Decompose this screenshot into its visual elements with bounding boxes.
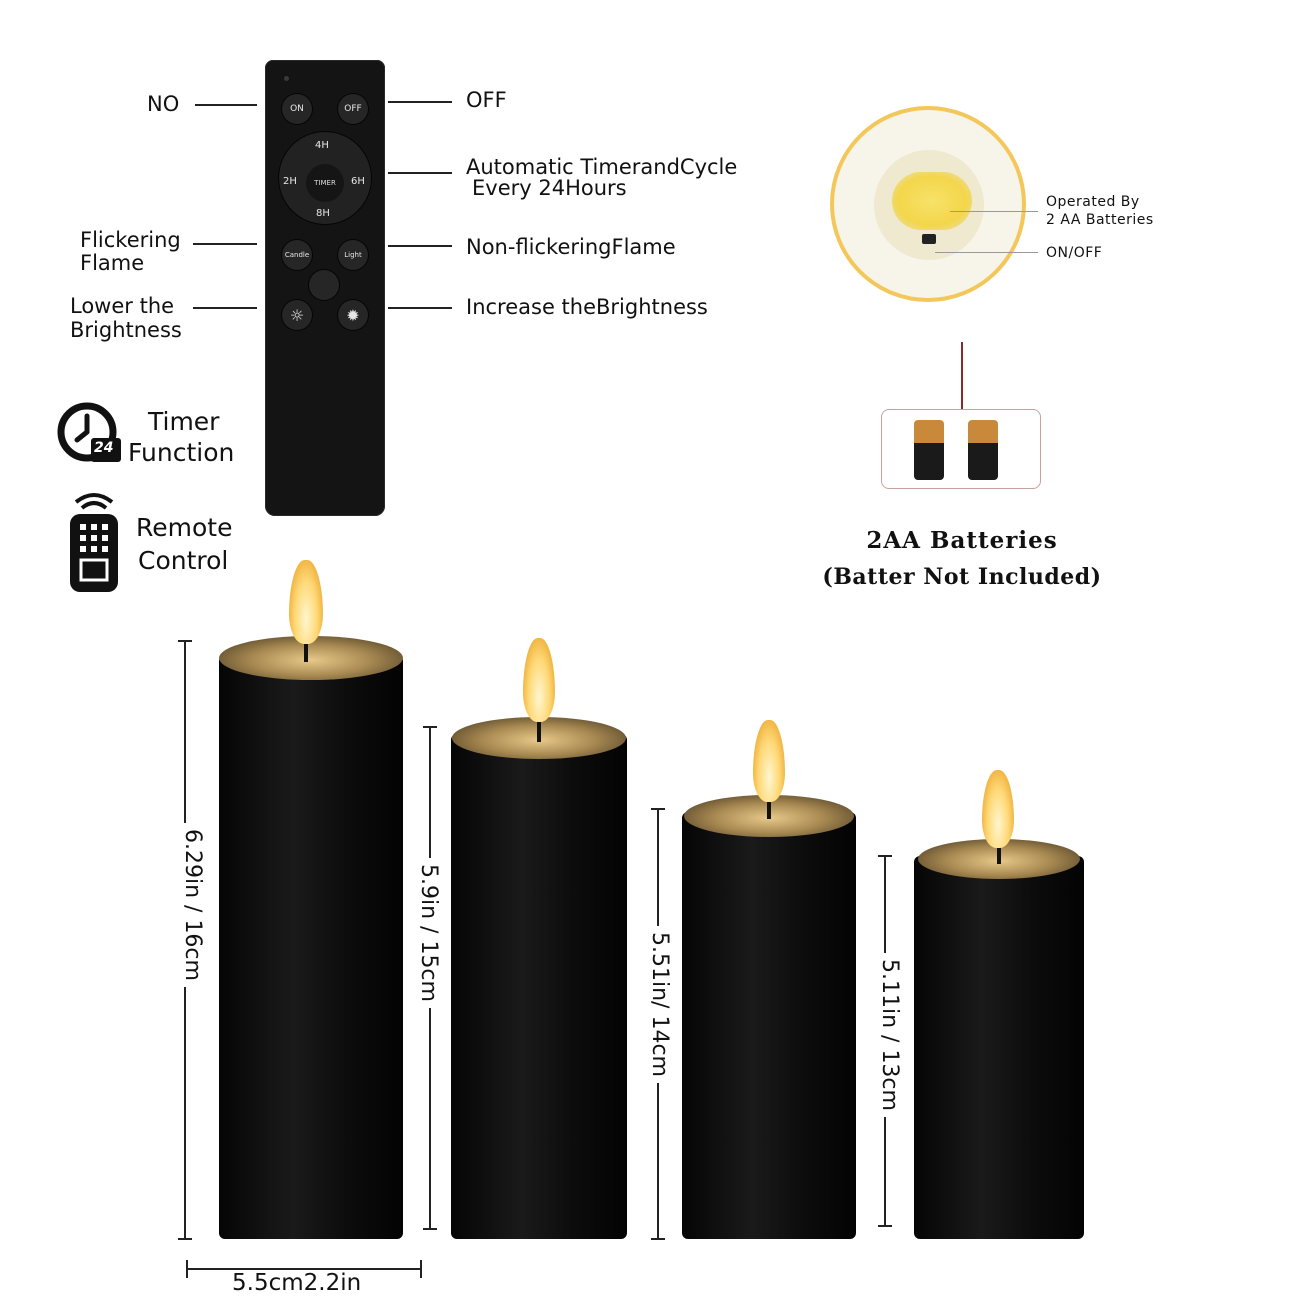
height-tick: [178, 1238, 192, 1240]
batteries-subtitle: (Batter Not Included): [822, 564, 1102, 590]
callout-flicker-1: Flickering: [80, 228, 181, 252]
callout-nonflicker: Non-flickeringFlame: [466, 235, 676, 259]
candle-1-flame: [289, 560, 323, 644]
timer-6h-label: 6H: [351, 176, 365, 187]
width-label: 5.5cm2.2in: [228, 1271, 366, 1295]
operated-by-label-2: 2 AA Batteries: [1046, 212, 1154, 228]
height-tick: [878, 855, 892, 857]
battery-icon: [914, 420, 944, 480]
callout-lower-2: Brightness: [70, 318, 182, 342]
callout-lower-1: Lower the: [70, 294, 175, 318]
light-button: Light: [338, 240, 368, 270]
candle-1: [219, 655, 403, 1239]
height-tick: [178, 640, 192, 642]
feature-timer-1: Timer: [148, 407, 220, 436]
height-label-4: 5.11in / 13cm: [877, 953, 902, 1117]
timer-2h-label: 2H: [283, 176, 297, 187]
candle-button: Candle: [282, 240, 312, 270]
candle-3-wick: [767, 795, 771, 819]
operated-by-label-1: Operated By: [1046, 194, 1140, 210]
callout-off: OFF: [466, 88, 507, 112]
batteries-box: [881, 409, 1041, 489]
candle-4-wick: [997, 840, 1001, 864]
on-off-switch: [922, 234, 936, 244]
candle-4: [914, 856, 1084, 1239]
brightness-down-button: ☼: [282, 300, 312, 330]
height-tick: [651, 1238, 665, 1240]
feature-timer-2: Function: [128, 438, 235, 467]
height-label-1: 6.29in / 16cm: [180, 823, 205, 987]
height-tick: [878, 1225, 892, 1227]
on-button: ON: [282, 94, 312, 124]
onoff-label: ON/OFF: [1046, 245, 1103, 261]
feature-remote-1: Remote: [136, 513, 233, 542]
height-tick: [423, 726, 437, 728]
leader-line: [195, 104, 257, 106]
timer-center-button: TIMER: [306, 164, 344, 202]
leader-line: [950, 211, 1038, 212]
callout-no: NO: [147, 92, 180, 116]
brightness-up-button: ✹: [338, 300, 368, 330]
candle-4-flame: [982, 770, 1014, 848]
connector-line: [961, 342, 963, 410]
width-tick: [420, 1260, 422, 1278]
candle-3-flame: [753, 720, 785, 802]
timer-icon-badge: 24: [94, 440, 114, 456]
battery-glow: [892, 172, 972, 230]
candle-2: [451, 734, 627, 1239]
remote-control-icon: [70, 493, 118, 592]
candle-2-wick: [537, 716, 541, 742]
off-button: OFF: [338, 94, 368, 124]
callout-increase: Increase theBrightness: [466, 295, 708, 319]
leader-line: [388, 101, 452, 103]
battery-icon: [968, 420, 998, 480]
width-tick: [186, 1260, 188, 1278]
timer-icon: [57, 402, 121, 462]
candle-bottom-closeup: [830, 106, 1026, 302]
ir-led: [284, 76, 289, 81]
feature-remote-2: Control: [138, 546, 229, 575]
callout-timer-2: Every 24Hours: [472, 176, 627, 200]
height-label-3: 5.51in/ 14cm: [647, 926, 672, 1083]
batteries-title: 2AA Batteries: [866, 527, 1058, 554]
leader-line: [193, 243, 257, 245]
candle-1-wick: [304, 636, 308, 662]
mode-button: [309, 270, 339, 300]
leader-line: [388, 172, 452, 174]
callout-flicker-2: Flame: [80, 251, 145, 275]
candle-3: [682, 812, 856, 1239]
candle-2-flame: [523, 638, 555, 722]
leader-line: [935, 252, 1038, 253]
callout-timer-1: Automatic TimerandCycle: [466, 155, 738, 179]
timer-4h-label: 4H: [315, 140, 329, 151]
leader-line: [388, 307, 452, 309]
height-tick: [423, 1228, 437, 1230]
leader-line: [388, 245, 452, 247]
height-label-2: 5.9in / 15cm: [416, 858, 441, 1008]
timer-8h-label: 8H: [316, 208, 330, 219]
height-tick: [651, 808, 665, 810]
width-line: [186, 1268, 422, 1270]
leader-line: [193, 307, 257, 309]
